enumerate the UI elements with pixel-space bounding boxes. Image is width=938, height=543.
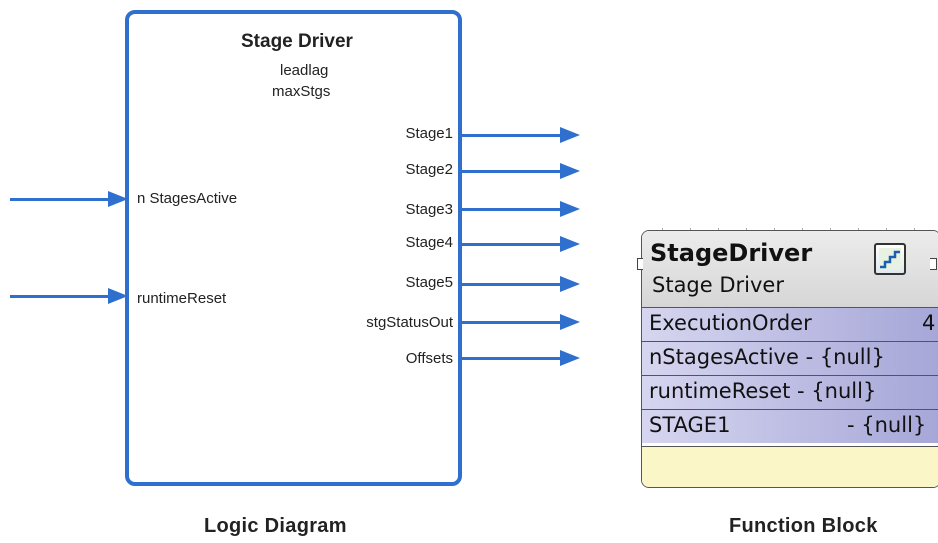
output-arrow-stgstatusout bbox=[462, 321, 562, 324]
function-block-footer bbox=[642, 446, 938, 487]
output-label-offsets: Offsets bbox=[405, 350, 453, 367]
output-arrowhead-offsets bbox=[560, 350, 580, 366]
fb-row-value: - {null} bbox=[847, 413, 927, 437]
function-block-header[interactable]: StageDriver Stage Driver bbox=[642, 231, 938, 307]
output-label-stage3: Stage3 bbox=[405, 201, 453, 218]
output-arrowhead-stage3 bbox=[560, 201, 580, 217]
output-arrow-stage3 bbox=[462, 208, 562, 211]
output-arrowhead-stage2 bbox=[560, 163, 580, 179]
fb-row-label: nStagesActive - {null} bbox=[649, 345, 885, 369]
output-arrowhead-stage4 bbox=[560, 236, 580, 252]
input-arrow-runtimereset bbox=[10, 295, 110, 298]
logic-block-title: Stage Driver bbox=[241, 31, 353, 52]
function-block-caption: Function Block bbox=[729, 515, 878, 537]
output-label-stage2: Stage2 bbox=[405, 161, 453, 178]
output-arrowhead-stgstatusout bbox=[560, 314, 580, 330]
output-pin[interactable] bbox=[930, 258, 937, 270]
function-block[interactable]: StageDriver Stage Driver ExecutionOrder … bbox=[641, 230, 938, 488]
output-label-stage1: Stage1 bbox=[405, 125, 453, 142]
input-arrowhead-runtimereset bbox=[108, 288, 128, 304]
fb-row-label: ExecutionOrder bbox=[649, 311, 812, 335]
output-label-stage5: Stage5 bbox=[405, 274, 453, 291]
logic-diagram-caption: Logic Diagram bbox=[204, 515, 347, 537]
output-arrow-offsets bbox=[462, 357, 562, 360]
input-label-nstagesactive: n StagesActive bbox=[137, 190, 238, 207]
output-arrow-stage1 bbox=[462, 134, 562, 137]
fb-row-executionorder[interactable]: ExecutionOrder 4 bbox=[642, 307, 938, 341]
output-arrow-stage4 bbox=[462, 243, 562, 246]
input-pin[interactable] bbox=[637, 258, 643, 270]
fb-row-stage1[interactable]: STAGE1 - {null} bbox=[642, 409, 938, 443]
fb-row-label: STAGE1 bbox=[649, 413, 731, 437]
input-arrow-nstagesactive bbox=[10, 198, 110, 201]
output-arrowhead-stage1 bbox=[560, 127, 580, 143]
fb-row-nstagesactive[interactable]: nStagesActive - {null} bbox=[642, 341, 938, 375]
function-block-type: Stage Driver bbox=[652, 273, 784, 297]
output-label-stgstatusout: stgStatusOut bbox=[366, 314, 453, 331]
stairs-icon bbox=[874, 243, 906, 275]
output-arrow-stage5 bbox=[462, 283, 562, 286]
logic-block bbox=[125, 10, 462, 486]
output-label-stage4: Stage4 bbox=[405, 234, 453, 251]
fb-row-runtimereset[interactable]: runtimeReset - {null} bbox=[642, 375, 938, 409]
fb-row-label: runtimeReset - {null} bbox=[649, 379, 877, 403]
param-leadlag: leadlag bbox=[280, 62, 329, 79]
function-block-name: StageDriver bbox=[650, 239, 813, 267]
input-arrowhead-nstagesactive bbox=[108, 191, 128, 207]
input-label-runtimereset: runtimeReset bbox=[137, 290, 227, 307]
output-arrow-stage2 bbox=[462, 170, 562, 173]
param-maxstgs: maxStgs bbox=[272, 83, 331, 100]
fb-row-value: 4 bbox=[922, 311, 936, 335]
output-arrowhead-stage5 bbox=[560, 276, 580, 292]
